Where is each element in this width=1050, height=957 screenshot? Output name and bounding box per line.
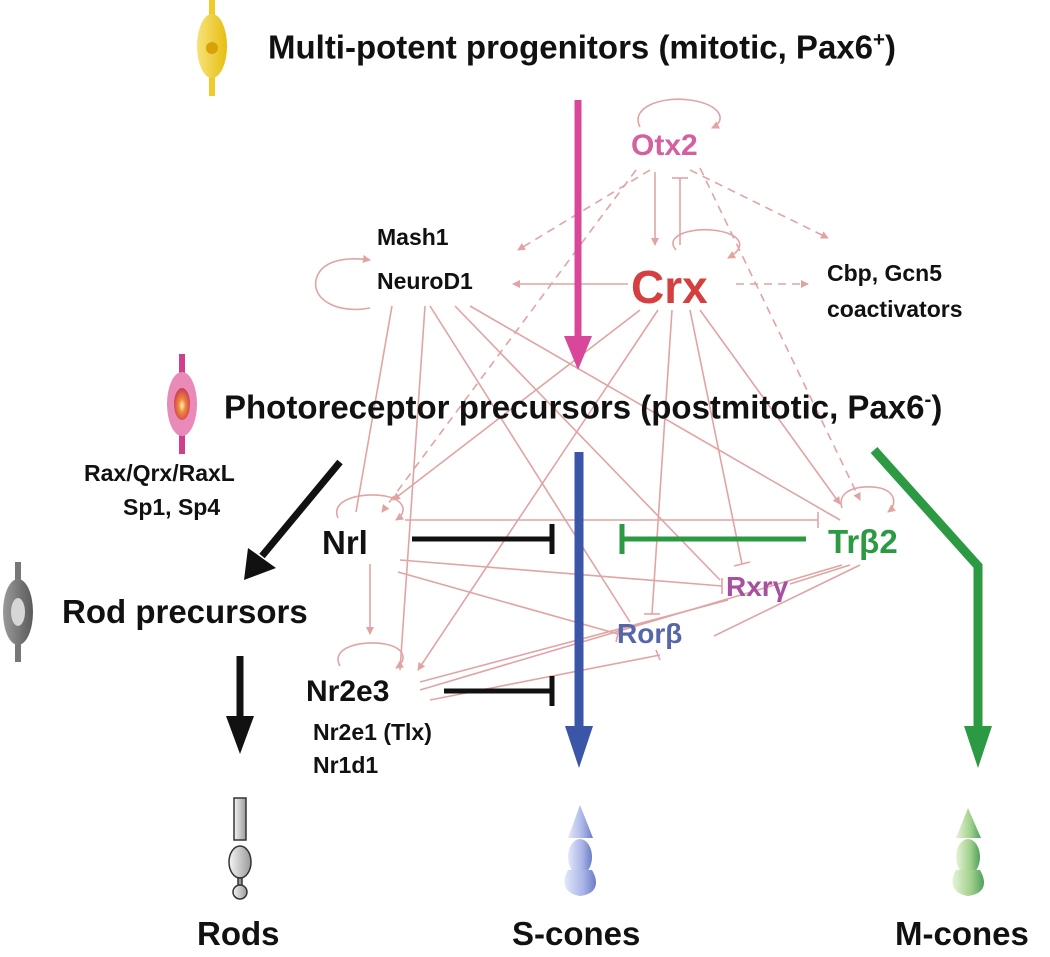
- photoreceptor-precursor-cell-icon: [167, 354, 197, 454]
- neurod1-to-rxrg: [454, 305, 721, 581]
- s-cones-label: S-cones: [512, 915, 641, 952]
- neurod1-to-trb2: [469, 305, 841, 521]
- m-cone-cell-icon: [952, 808, 984, 896]
- nr2e1-node: Nr2e1 (Tlx): [313, 719, 432, 745]
- rorb-tbar-3: [655, 649, 661, 661]
- crx-to-trb2: [699, 309, 841, 505]
- neurod1-to-rorb: [429, 305, 631, 623]
- nrl-node: Nrl: [322, 524, 368, 561]
- progenitor-cell-icon: [197, 0, 227, 96]
- neurod1-node: NeuroD1: [377, 268, 473, 294]
- rod-cell-icon: [228, 797, 252, 900]
- trb2-self-loop: [840, 486, 896, 513]
- nr1d1-node: Nr1d1: [313, 752, 379, 778]
- nr2e3-node: Nr2e3: [306, 675, 390, 708]
- otx2-to-trb2-dashed: [699, 167, 861, 501]
- crx-to-nrl: [392, 309, 641, 501]
- photoreceptor-precursor-label: Photoreceptor precursors (postmitotic, P…: [224, 388, 943, 426]
- nrl-inhibits-s-cone: [412, 524, 555, 554]
- rods-label: Rods: [197, 915, 280, 952]
- otx2-to-cbp: [689, 169, 829, 239]
- rorb-node: Rorβ: [617, 618, 683, 649]
- nr2e3-self-loop: [337, 642, 405, 669]
- m-cone-pathway-arrow: [870, 446, 992, 768]
- s-cone-cell-icon: [564, 805, 596, 896]
- progenitor-label: Multi-potent progenitors (mitotic, Pax6+…: [268, 28, 896, 66]
- rod-precursor-cell-icon: [3, 562, 33, 662]
- regulatory-edges: [314, 98, 896, 701]
- otx2-node: Otx2: [631, 129, 698, 162]
- m-cones-label: M-cones: [895, 915, 1029, 952]
- rxrg-to-nr2e3: [419, 599, 729, 683]
- trb2-to-rxrg: [789, 564, 851, 585]
- rxrg-node: Rxrγ: [726, 571, 789, 602]
- nrl-to-rorb: [397, 571, 619, 635]
- trb2-to-rorb: [713, 564, 861, 637]
- sp1-sp4-label: Sp1, Sp4: [123, 494, 221, 520]
- rxrg-tbar-1: [733, 561, 751, 567]
- rod-precursors-label: Rod precursors: [62, 593, 308, 630]
- neurod1-to-nr2e3: [399, 305, 426, 671]
- magenta-main-arrow: [564, 100, 592, 370]
- crx-self-loop: [672, 228, 741, 259]
- crx-to-rorb: [651, 309, 673, 615]
- nr2e3-inhibits-s-cone: [444, 676, 555, 706]
- neurod1-self-loop: [314, 255, 371, 311]
- otx2-to-nrl-dashed: [381, 169, 637, 513]
- trb2-inhibits-s-cone: [619, 524, 806, 554]
- rods-arrow: [226, 656, 254, 754]
- cbp-gcn5-node: Cbp, Gcn5: [827, 260, 943, 286]
- otx2-self-loop: [637, 98, 721, 129]
- otx2-to-neurod1: [517, 169, 651, 251]
- trb2-node: Trβ2: [828, 523, 898, 560]
- nrl-to-rxrg: [399, 559, 723, 587]
- mash1-node: Mash1: [377, 224, 449, 250]
- crx-to-rxrg: [689, 309, 743, 565]
- crx-node: Crx: [631, 261, 708, 313]
- trb2-to-nr2e3: [419, 564, 843, 691]
- nrl-self-loop: [335, 494, 405, 521]
- coactivators-label: coactivators: [827, 296, 963, 322]
- crx-to-nr2e3: [417, 309, 659, 671]
- neurod1-to-nrl: [355, 305, 393, 513]
- s-cone-pathway-arrow: [565, 452, 593, 768]
- rax-qrx-raxl-label: Rax/Qrx/RaxL: [84, 460, 235, 486]
- rod-precursor-arrow: [244, 459, 343, 580]
